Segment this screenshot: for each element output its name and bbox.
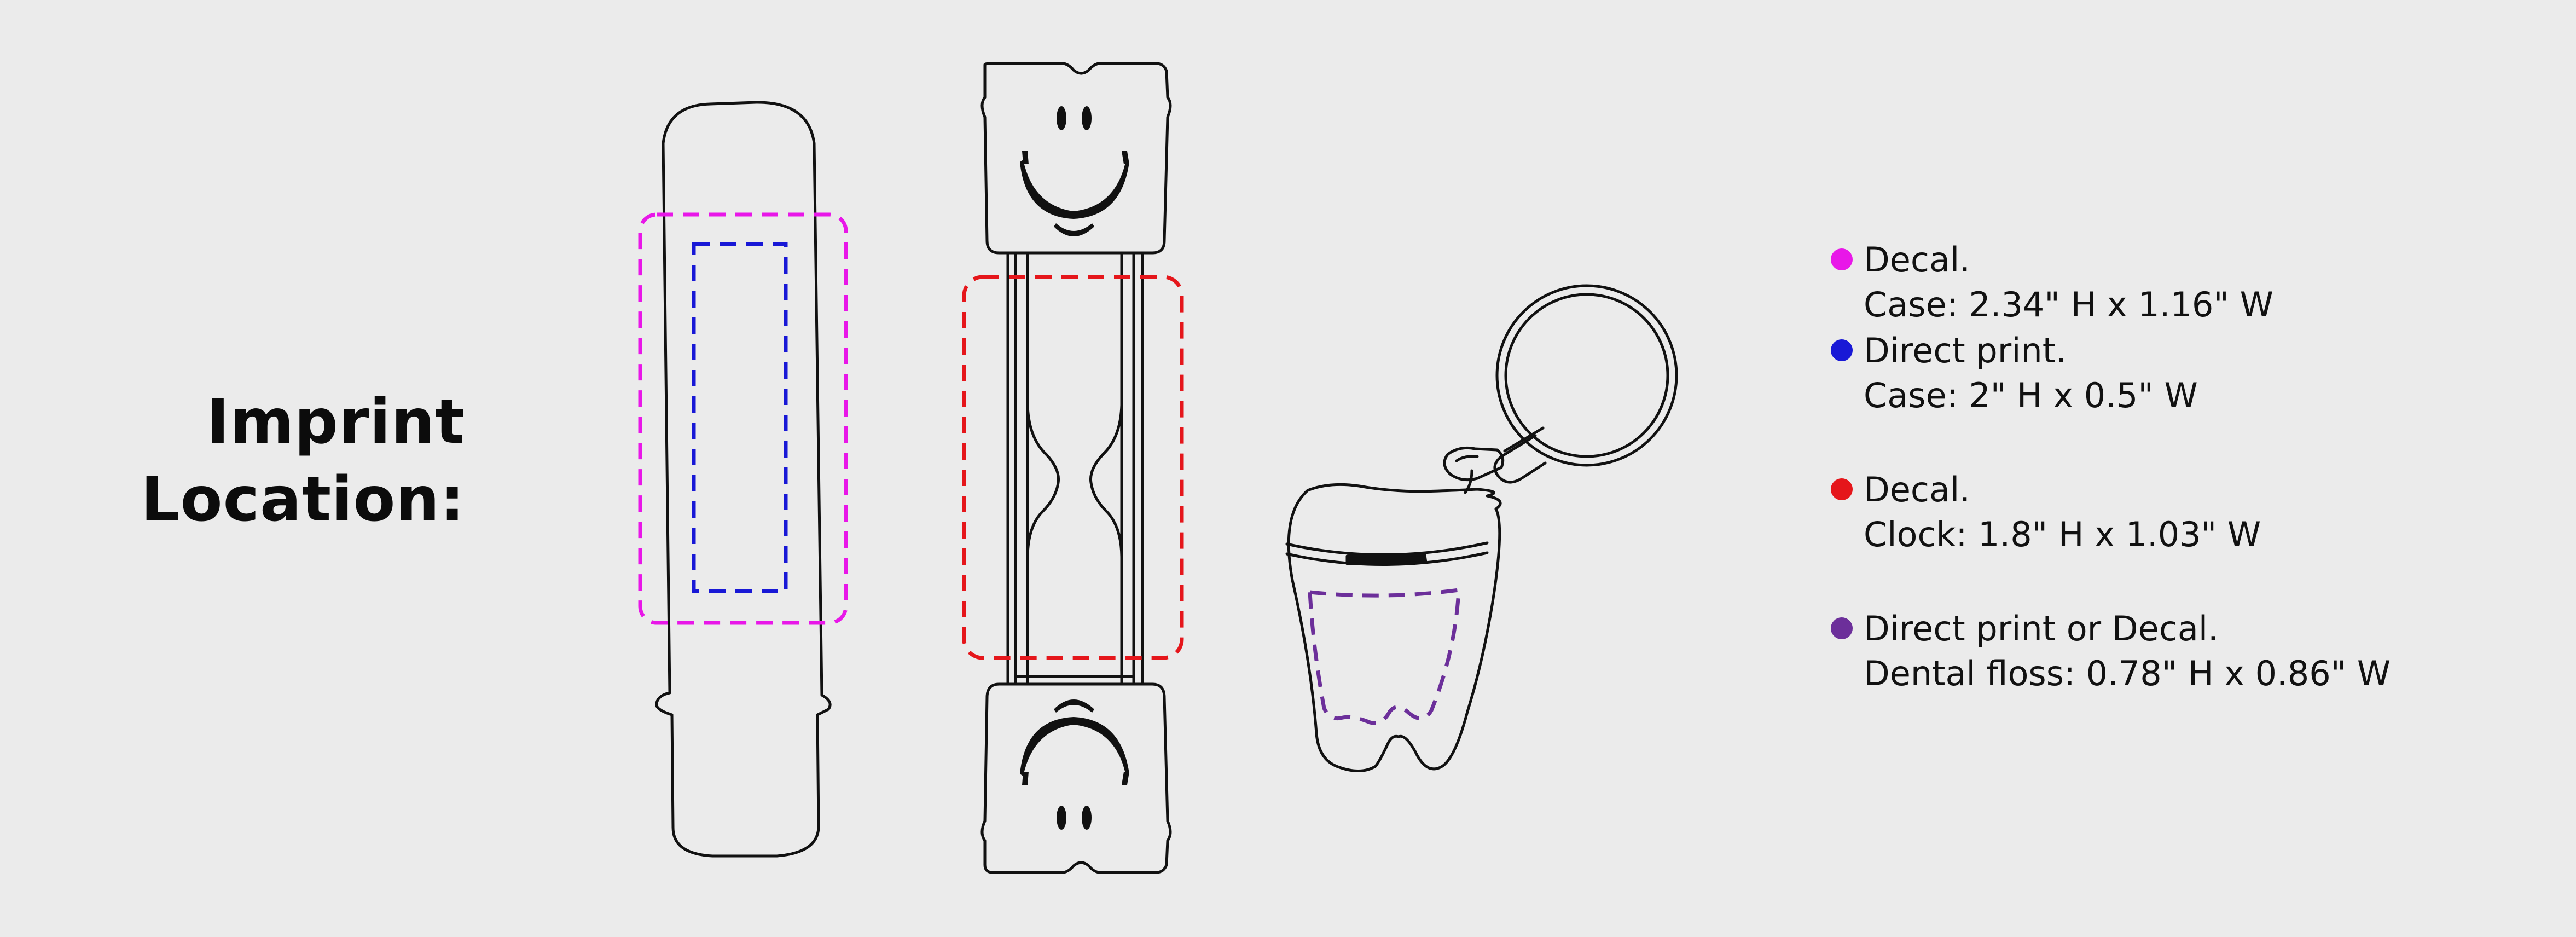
upside-down-smiley-icon [1020, 699, 1129, 830]
purple-dot-icon [1831, 617, 1853, 639]
sand-timer-illustration [980, 62, 1172, 874]
legend-method: Direct print or Decal. [1864, 609, 2219, 649]
red-imprint-area [962, 275, 1184, 660]
imprint-location-title: Imprint Location: [131, 383, 465, 539]
smiley-face-icon [1020, 106, 1129, 236]
tooth-floss-keychain-illustration [1285, 284, 1678, 773]
legend-text-magenta: Decal. Case: 2.34" H x 1.16" W [1864, 238, 2273, 327]
legend-method: Decal. [1864, 240, 1970, 280]
legend-text-purple: Direct print or Decal. Dental floss: 0.7… [1864, 606, 2391, 696]
title-line-2: Location: [141, 464, 465, 535]
legend-text-red: Decal. Clock: 1.8" H x 1.03" W [1864, 467, 2261, 557]
purple-imprint-area [1308, 587, 1461, 725]
legend-dimensions: Case: 2.34" H x 1.16" W [1864, 285, 2273, 325]
magenta-imprint-area [638, 212, 848, 625]
tube-case-illustration [655, 101, 832, 858]
legend-dimensions: Dental floss: 0.78" H x 0.86" W [1864, 653, 2391, 693]
legend-dimensions: Case: 2" H x 0.5" W [1864, 375, 2198, 415]
title-line-1: Imprint [206, 386, 465, 458]
magenta-dot-icon [1831, 248, 1853, 270]
blue-dot-icon [1831, 339, 1853, 361]
legend-method: Decal. [1864, 470, 1970, 510]
red-dot-icon [1831, 478, 1853, 500]
legend-text-blue: Direct print. Case: 2" H x 0.5" W [1864, 328, 2198, 418]
blue-imprint-area [692, 242, 788, 593]
legend-dimensions: Clock: 1.8" H x 1.03" W [1864, 514, 2261, 554]
legend-method: Direct print. [1864, 331, 2067, 371]
